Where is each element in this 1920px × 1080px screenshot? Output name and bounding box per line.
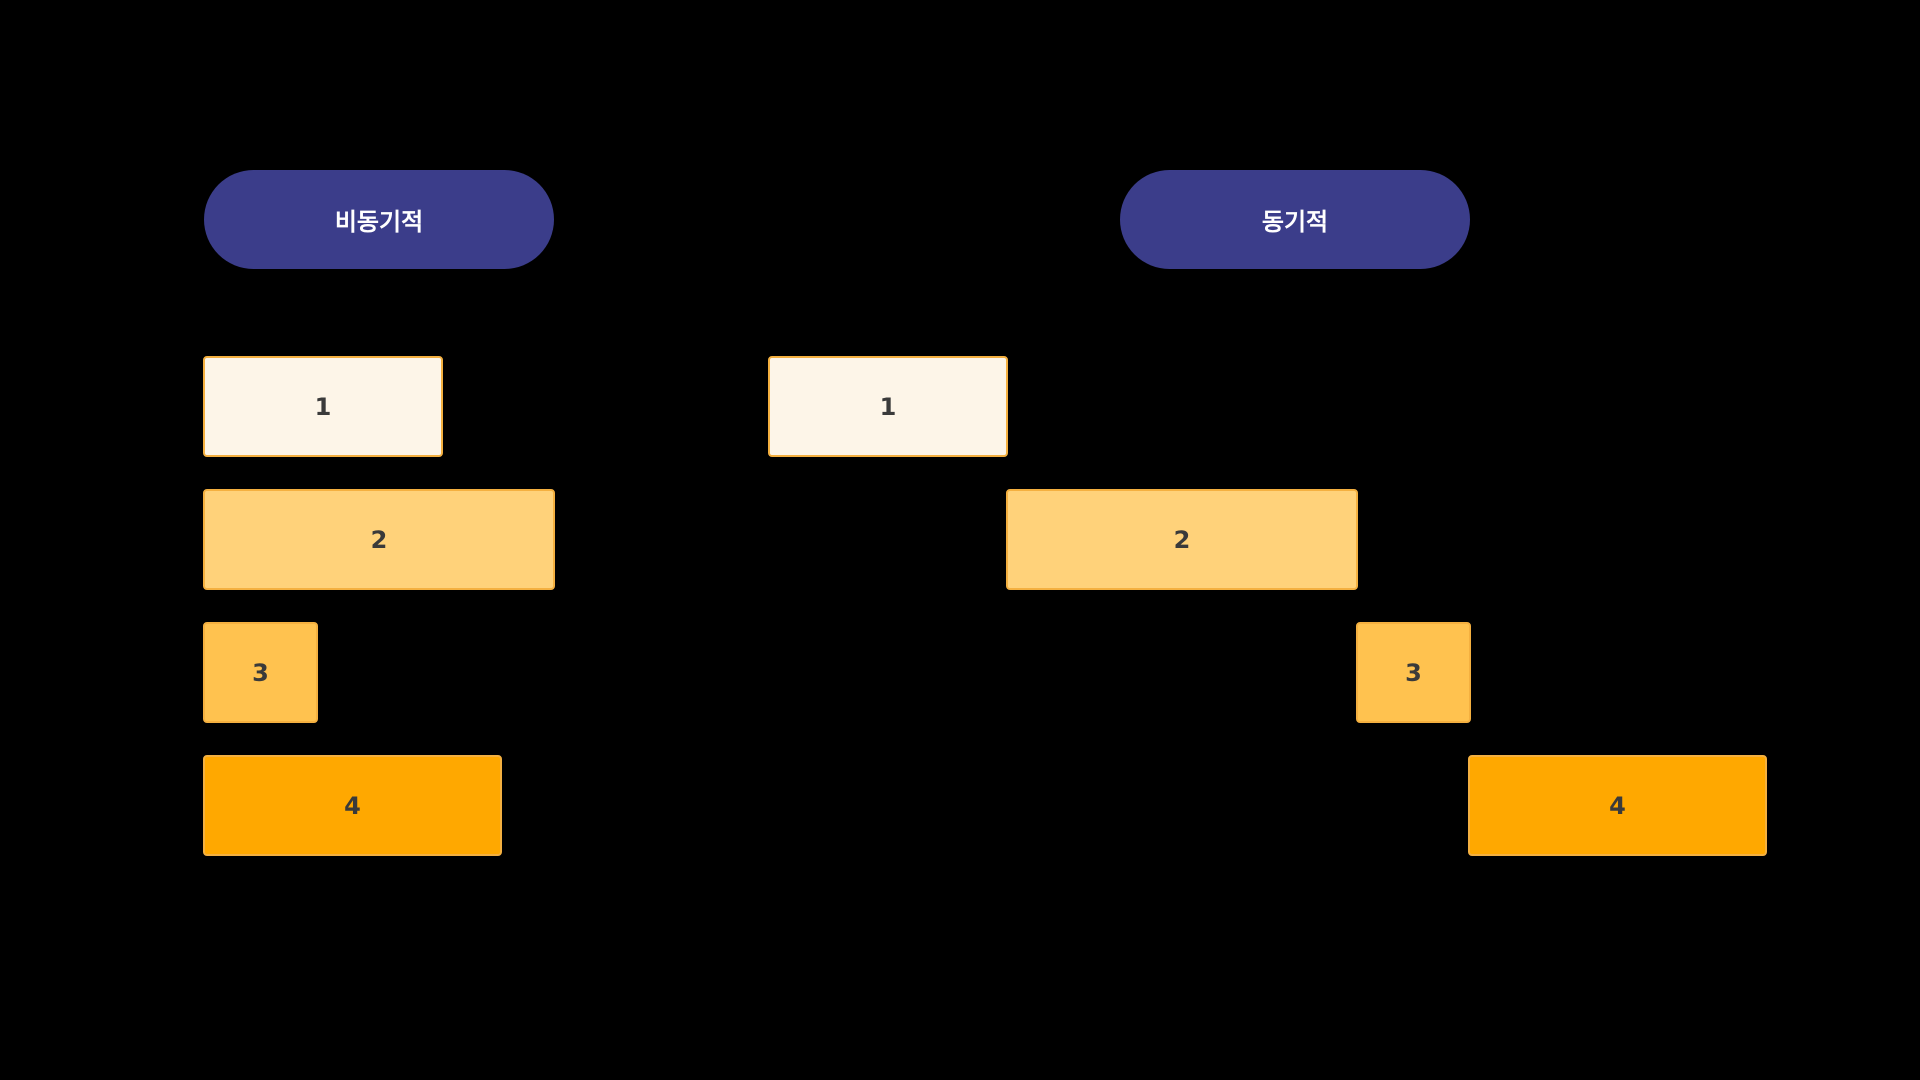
sync-task-1: 1: [768, 356, 1008, 457]
async-header-pill: 비동기적: [204, 170, 554, 269]
sync-task-3: 3: [1356, 622, 1471, 723]
sync-header-pill: 동기적: [1120, 170, 1470, 269]
sync-task-2: 2: [1006, 489, 1358, 590]
async-task-1: 1: [203, 356, 443, 457]
async-task-2: 2: [203, 489, 555, 590]
async-task-4: 4: [203, 755, 502, 856]
sync-task-4: 4: [1468, 755, 1767, 856]
async-task-3: 3: [203, 622, 318, 723]
